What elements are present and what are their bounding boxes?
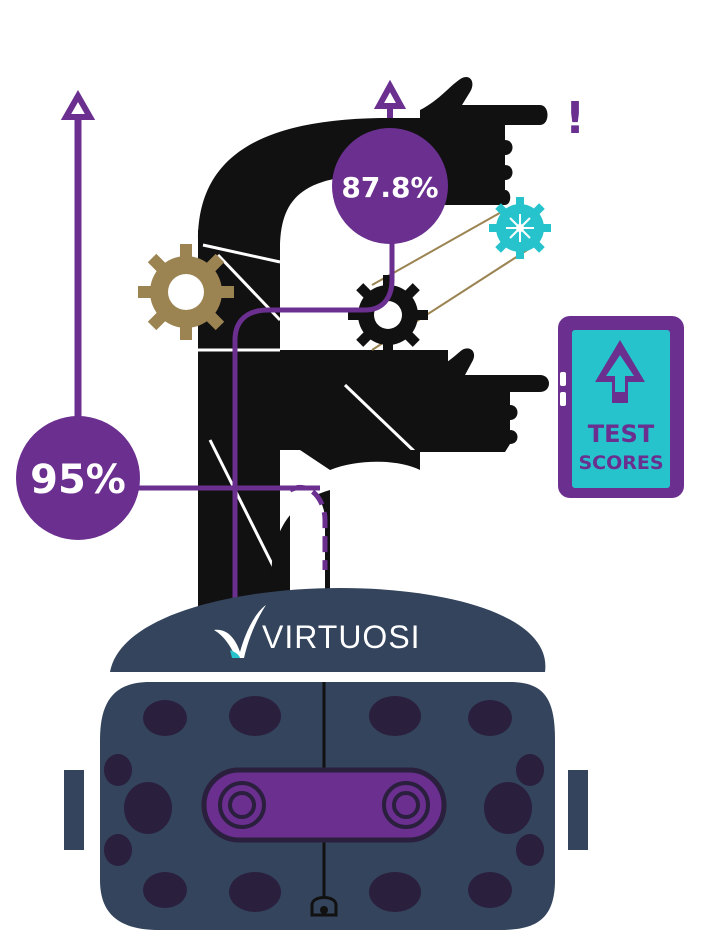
connector-lines (135, 240, 395, 600)
tablet-line1: TEST (588, 420, 655, 448)
teal-gear-icon (489, 197, 551, 259)
pointing-hand-middle (420, 348, 549, 452)
left-lens-icon (218, 781, 266, 829)
headset-sensors (104, 696, 544, 912)
up-arrow-icon (595, 340, 645, 403)
black-gear-icon (348, 275, 428, 355)
f-shape (198, 118, 448, 610)
gold-gear-icon (138, 244, 234, 340)
left-percent-value: 95% (30, 457, 126, 503)
top-percent-value: 87.8% (341, 171, 438, 204)
right-lens-icon (382, 781, 430, 829)
top-percent-badge: 87.8% (332, 128, 448, 244)
right-strap (568, 770, 588, 850)
headset-top-band: VIRTUOSI (110, 588, 546, 672)
exclamation-mark: ! (565, 93, 585, 144)
tablet-test-scores: TEST SCORES (558, 316, 684, 498)
left-percent-badge: 95% (16, 416, 140, 540)
left-strap (64, 770, 84, 850)
left-arrow-line (60, 89, 96, 425)
lower-gear-icon (271, 450, 420, 600)
tablet-line2: SCORES (578, 452, 663, 474)
headset-front-panel (201, 767, 447, 843)
virtuosi-brand: VIRTUOSI (262, 619, 421, 655)
pointing-hand-top (420, 76, 548, 205)
virtuosi-logo-icon (214, 605, 266, 658)
